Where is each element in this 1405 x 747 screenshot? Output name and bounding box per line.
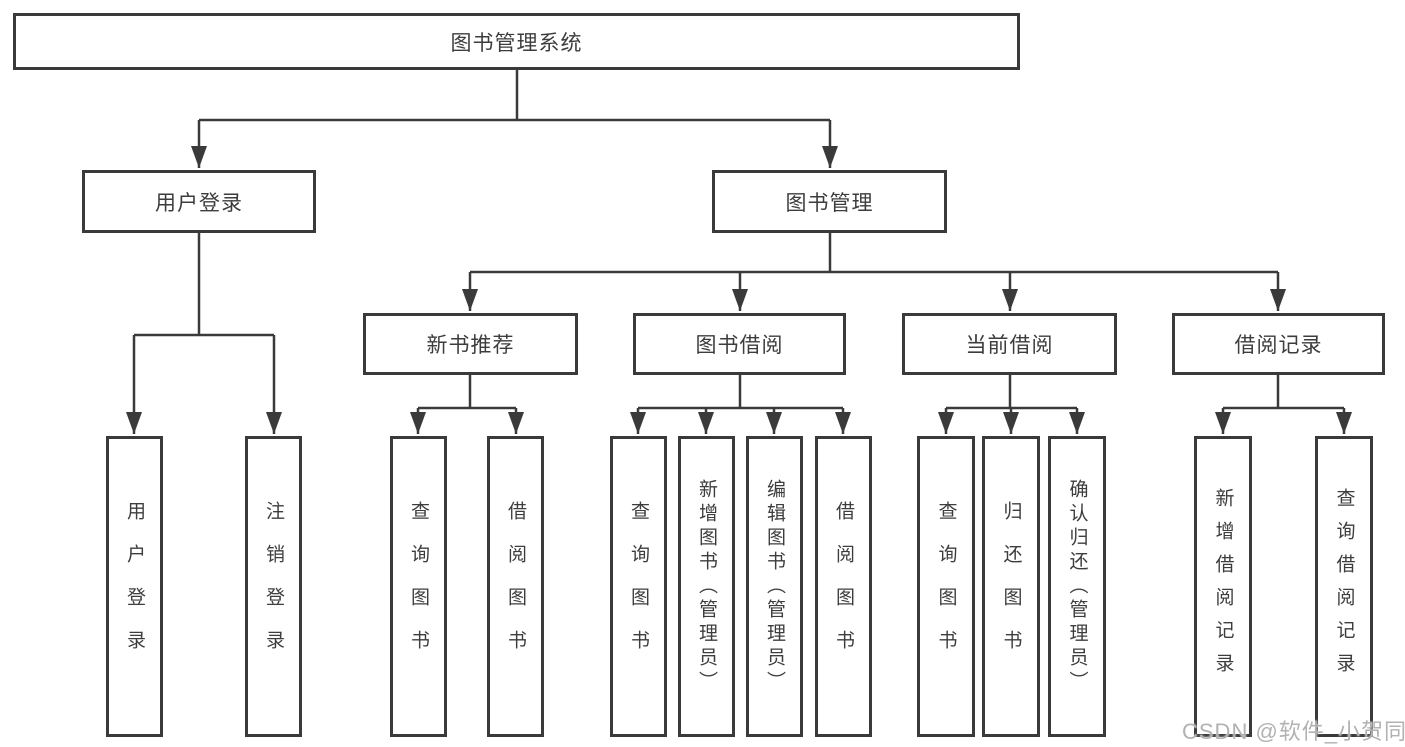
csdn-watermark: CSDN @软件_小贺同学 [1182,719,1405,744]
node-user-login-branch: 用户登录 [82,170,316,233]
node-label: 借阅图书 [505,500,526,673]
node-label: 图书管理系统 [450,31,583,55]
leaf-query-books-1: 查询图书 [390,436,447,737]
node-label: 新增图书（管理员） [696,478,717,695]
node-label: 用户登录 [155,191,243,215]
node-label: 新增借阅记录 [1212,487,1234,686]
node-label: 确认归还（管理员） [1066,478,1088,695]
node-label: 当前借阅 [965,334,1054,357]
leaf-borrow-books-2: 借阅图书 [815,436,872,737]
node-book-borrow: 图书借阅 [633,313,846,375]
leaf-borrow-books-1: 借阅图书 [487,436,544,737]
node-book-management-branch: 图书管理 [712,170,947,233]
node-label: 用户登录 [124,500,145,673]
leaf-edit-book-admin: 编辑图书（管理员） [746,436,803,737]
leaf-query-books-2: 查询图书 [610,436,667,737]
node-label: 图书管理 [785,191,874,215]
leaf-user-login: 用户登录 [106,436,163,737]
node-label: 查询图书 [628,500,649,673]
node-label: 新书推荐 [426,334,515,357]
leaf-query-books-3: 查询图书 [917,436,975,737]
leaf-logout: 注销登录 [245,436,302,737]
node-label: 借阅记录 [1234,334,1323,357]
node-label: 图书借阅 [695,334,784,357]
node-label: 归还图书 [1000,500,1022,673]
node-root-library-system: 图书管理系统 [13,13,1020,70]
leaf-add-book-admin: 新增图书（管理员） [678,436,735,737]
node-current-borrow: 当前借阅 [902,313,1117,375]
leaf-add-borrow-record: 新增借阅记录 [1194,436,1252,737]
node-label: 编辑图书（管理员） [764,478,785,695]
node-label: 查询借阅记录 [1333,487,1355,686]
leaf-query-borrow-record: 查询借阅记录 [1315,436,1373,737]
node-label: 查询图书 [935,500,957,673]
node-new-book-recommend: 新书推荐 [363,313,578,375]
node-label: 注销登录 [263,500,284,673]
leaf-confirm-return-admin: 确认归还（管理员） [1048,436,1106,737]
leaf-return-book: 归还图书 [982,436,1040,737]
node-borrow-record: 借阅记录 [1172,313,1385,375]
node-label: 借阅图书 [833,500,854,673]
node-label: 查询图书 [408,500,429,673]
